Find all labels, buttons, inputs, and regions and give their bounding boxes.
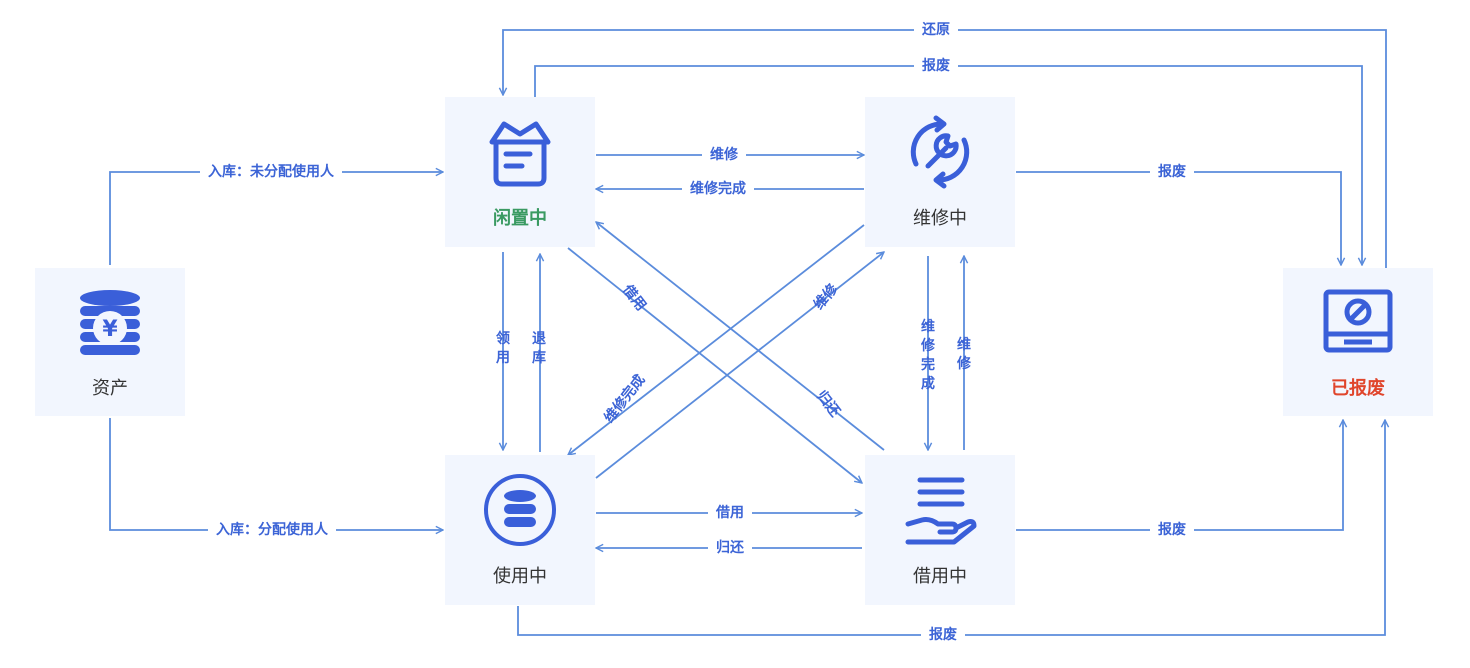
node-idle-label: 闲置中	[493, 208, 547, 229]
svg-text:¥: ¥	[102, 317, 118, 342]
node-repair: 维修中	[865, 97, 1015, 247]
edge-label-return-stock: 退库	[532, 331, 546, 366]
node-scrapped: 已报废	[1283, 268, 1433, 416]
node-idle: 闲置中	[445, 97, 595, 247]
edge-borrow-return-idle	[596, 222, 885, 451]
edge-repair-done-use	[568, 224, 865, 455]
node-in-use-label: 使用中	[493, 566, 547, 587]
yuan-coin-stack-icon: ¥	[80, 290, 140, 355]
edge-label-repair-to-idle: 维修完成	[682, 180, 754, 198]
open-box-icon	[489, 121, 551, 187]
edge-label-borrow-return: 归还	[708, 539, 752, 557]
edge-borrow-scrap	[1016, 420, 1343, 531]
node-scrapped-label: 已报废	[1331, 378, 1385, 399]
edge-label-repair-to-scrap: 报废	[1150, 163, 1194, 181]
node-in-use: 使用中	[445, 455, 595, 605]
hand-list-icon	[905, 477, 977, 545]
node-borrowed-label: 借用中	[913, 566, 967, 587]
edge-repair-to-scrap	[1016, 171, 1341, 265]
edge-label-borrow-repair: 维修	[957, 337, 971, 372]
edge-label-repair-done-borrow: 维修完成	[921, 319, 935, 392]
edge-label-restore: 还原	[914, 21, 958, 39]
edge-label-stock-assigned: 入库：分配使用人	[208, 521, 336, 539]
edge-label-stock-unassigned: 入库：未分配使用人	[200, 163, 342, 181]
edge-label-use-borrow: 借用	[708, 504, 752, 522]
edge-stock-assigned	[109, 418, 443, 530]
node-borrowed: 借用中	[865, 455, 1015, 605]
node-asset: ¥ 资产	[35, 268, 185, 416]
edge-label-borrow-scrap: 报废	[1150, 521, 1194, 539]
edge-label-use-scrap: 报废	[921, 626, 965, 644]
node-asset-label: 资产	[92, 378, 128, 399]
edge-stock-unassigned	[109, 172, 443, 265]
edge-label-idle-to-repair: 维修	[702, 146, 746, 164]
wrench-cycle-icon	[910, 115, 970, 189]
disabled-monitor-icon	[1323, 289, 1393, 353]
node-repair-label: 维修中	[913, 208, 967, 229]
database-icon	[484, 474, 556, 546]
edge-idle-borrow	[567, 247, 862, 483]
edge-label-scrap-idle: 报废	[914, 57, 958, 75]
edge-use-to-repair	[595, 252, 884, 479]
edge-label-claim: 领用	[496, 331, 510, 366]
